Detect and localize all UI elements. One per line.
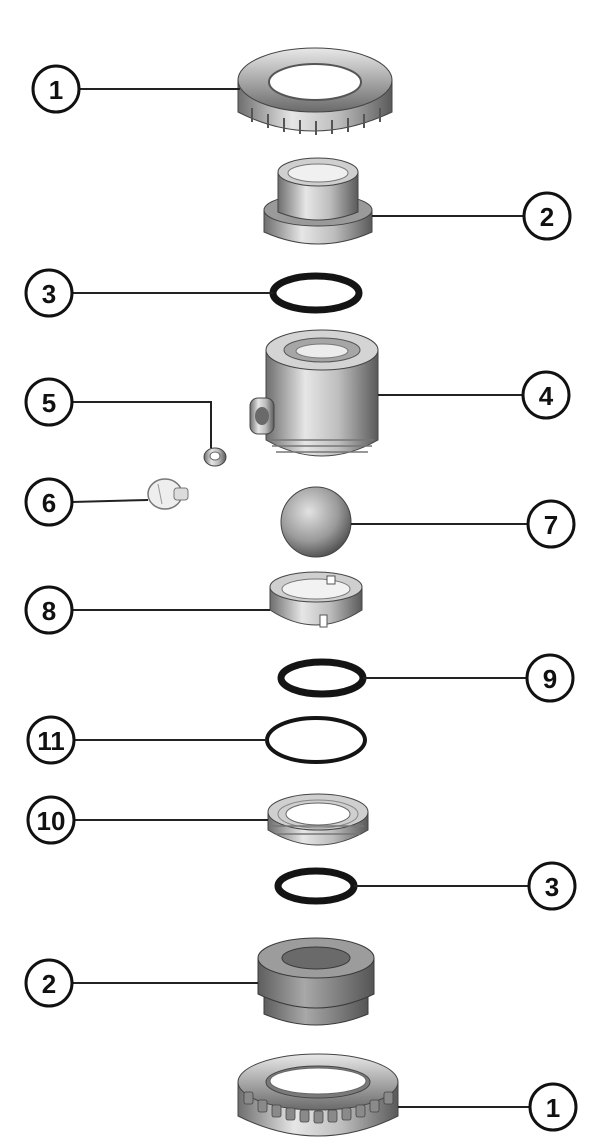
part-end-connector-bottom [257, 937, 375, 1026]
callout-3-top: 3 [24, 268, 74, 318]
callout-11: 11 [26, 715, 76, 765]
callout-5-label: 5 [42, 388, 56, 418]
callout-3-top-label: 3 [42, 279, 56, 309]
leader-6 [71, 499, 149, 503]
callout-11-label: 11 [37, 726, 65, 756]
leader-5 [72, 401, 212, 448]
callout-1-bottom: 1 [528, 1082, 578, 1132]
part-small-nut [203, 447, 227, 467]
callout-9: 9 [525, 653, 575, 703]
part-cap [147, 478, 189, 510]
callout-8: 8 [24, 585, 74, 635]
callout-7: 7 [526, 499, 576, 549]
callout-1-bottom-label: 1 [546, 1093, 560, 1123]
callout-6: 6 [24, 477, 74, 527]
part-union-nut-top [237, 47, 393, 135]
part-union-nut-bottom [237, 1053, 399, 1137]
callout-7-label: 7 [544, 510, 558, 540]
part-threaded-insert [267, 793, 369, 846]
callout-2-bottom-label: 2 [42, 969, 56, 999]
part-end-connector-top [263, 157, 373, 245]
callout-4-label: 4 [539, 381, 554, 411]
callout-4: 4 [521, 370, 571, 420]
callout-2-top: 2 [522, 191, 572, 241]
callout-8-label: 8 [42, 596, 56, 626]
callout-3-bottom-label: 3 [545, 872, 559, 902]
part-seat-ring [269, 571, 363, 628]
part-valve-body [249, 329, 379, 457]
callout-10: 10 [26, 795, 76, 845]
part-o-ring-9 [277, 658, 367, 698]
part-o-ring-bottom [274, 867, 358, 905]
callout-5: 5 [24, 377, 74, 427]
callout-10-label: 10 [37, 806, 66, 836]
callout-2-top-label: 2 [540, 202, 554, 232]
callout-1-top: 1 [31, 64, 81, 114]
callout-2-bottom: 2 [24, 958, 74, 1008]
part-ball [280, 486, 352, 558]
callout-6-label: 6 [42, 488, 56, 518]
callout-3-bottom: 3 [527, 861, 577, 911]
callout-1-top-label: 1 [49, 75, 63, 105]
part-o-ring-11 [265, 716, 367, 764]
part-o-ring-top [269, 272, 363, 314]
leader-lines [71, 88, 530, 1108]
callout-9-label: 9 [543, 664, 557, 694]
